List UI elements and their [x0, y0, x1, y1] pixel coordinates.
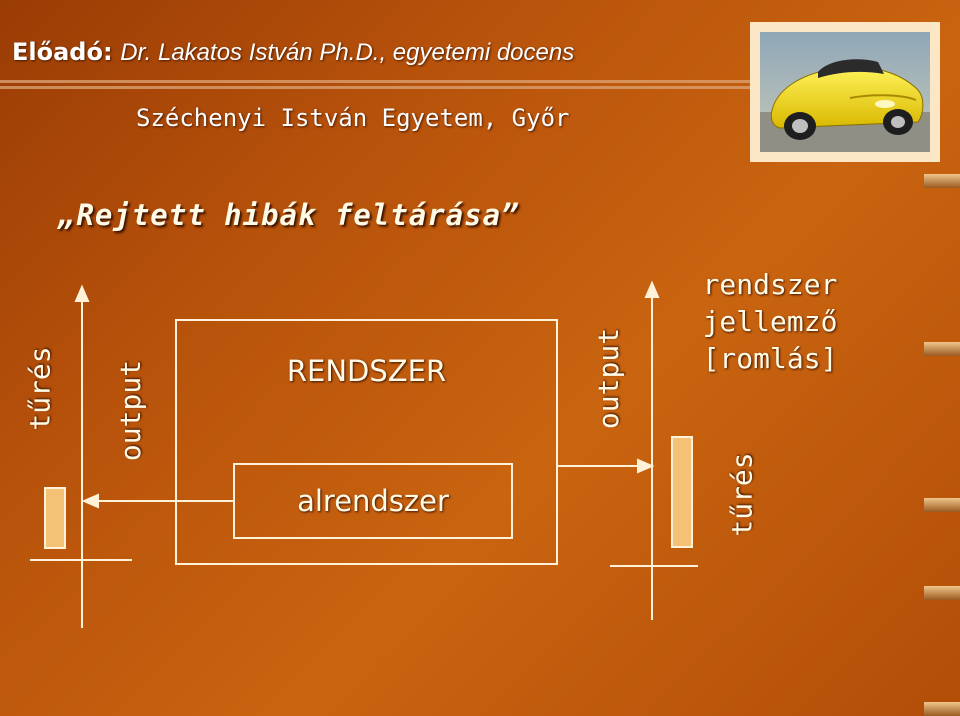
presenter-name: Dr. Lakatos István Ph.D., egyetemi docen… — [120, 39, 575, 66]
left-axis-arrowhead — [74, 284, 90, 302]
car-photo — [750, 22, 940, 162]
feedback-arrowhead — [81, 493, 99, 509]
side-decoration — [920, 0, 960, 716]
sports-car-icon — [760, 32, 930, 152]
university-name: Széchenyi István Egyetem, Győr — [136, 104, 570, 132]
presenter-line: Előadó: Dr. Lakatos István Ph.D., egyete… — [12, 38, 574, 67]
slide-title: „Rejtett hibák feltárása” — [58, 198, 520, 232]
system-characteristic-label: rendszer jellemző [romlás] — [690, 266, 850, 377]
right-axis-arrowhead — [644, 280, 660, 298]
header-divider — [0, 80, 750, 92]
left-tolerance-bar — [44, 487, 66, 549]
system-label: RENDSZER — [286, 354, 447, 388]
output-arrowhead — [637, 458, 655, 474]
right-tolerance-label: tűrés — [725, 452, 759, 537]
characteristic-line-3: [romlás] — [702, 342, 838, 375]
system-box — [175, 319, 558, 565]
right-tolerance-bar — [671, 436, 693, 548]
left-tolerance-label: tűrés — [23, 346, 57, 431]
presenter-label: Előadó: — [12, 38, 113, 66]
characteristic-line-2: jellemző — [702, 305, 838, 338]
characteristic-line-1: rendszer — [702, 268, 838, 301]
subsystem-label: alrendszer — [297, 484, 449, 518]
left-output-label: output — [114, 359, 148, 462]
right-output-label: output — [592, 327, 626, 430]
